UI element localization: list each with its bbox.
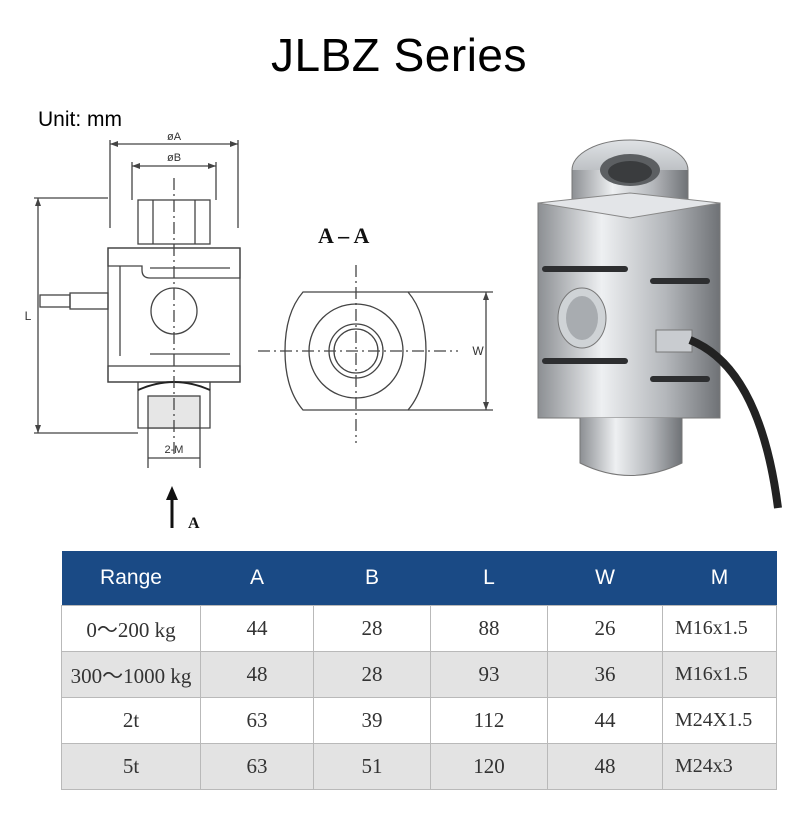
section-arrow-icon [166, 486, 178, 528]
cell-l: 120 [430, 743, 548, 790]
arrow-label: A [188, 515, 200, 532]
cell-w: 48 [547, 743, 663, 790]
section-view-drawing: A – A W [258, 223, 493, 443]
cell-l: 88 [430, 605, 548, 652]
cell-range: 0～200 kg [61, 605, 201, 652]
dim-l-label: L [25, 309, 32, 323]
load-cell-photo [537, 139, 782, 509]
cell-m: M24X1.5 [662, 697, 777, 744]
cell-l: 112 [430, 697, 548, 744]
cell-m: M24x3 [662, 743, 777, 790]
spec-table: Range A B L W M 0～200 kg 44 28 88 26 M16… [61, 551, 777, 790]
table-row: 2t 63 39 112 44 M24X1.5 [61, 697, 777, 744]
cell-a: 44 [200, 605, 314, 652]
dim-a-label: øA [167, 131, 182, 143]
cell-b: 28 [313, 651, 431, 698]
dim-m-label: 2-M [165, 444, 184, 456]
table-header-row: Range A B L W M [61, 551, 777, 606]
header-a: A [200, 551, 314, 606]
cell-b: 28 [313, 605, 431, 652]
cell-range: 5t [61, 743, 201, 790]
page-title: JLBZ Series [270, 29, 528, 81]
cell-m: M16x1.5 [662, 605, 777, 652]
cell-w: 26 [547, 605, 663, 652]
cell-a: 48 [200, 651, 314, 698]
cell-w: 36 [547, 651, 663, 698]
cell-a: 63 [200, 743, 314, 790]
header-b: B [313, 551, 431, 606]
cell-range: 300～1000 kg [61, 651, 201, 698]
table-row: 0～200 kg 44 28 88 26 M16x1.5 [61, 605, 777, 652]
header-l: L [430, 551, 548, 606]
table-row: 5t 63 51 120 48 M24x3 [61, 743, 777, 790]
header-range: Range [61, 551, 201, 606]
dim-b-label: øB [167, 152, 181, 164]
cell-a: 63 [200, 697, 314, 744]
front-view-drawing: øA øB L 2-M A [25, 131, 241, 532]
header-w: W [547, 551, 663, 606]
cell-l: 93 [430, 651, 548, 698]
dim-w-label: W [472, 344, 484, 358]
header-m: M [662, 551, 777, 606]
cell-b: 51 [313, 743, 431, 790]
unit-label: Unit: mm [38, 108, 122, 131]
table-row: 300～1000 kg 48 28 93 36 M16x1.5 [61, 651, 777, 698]
cell-range: 2t [61, 697, 201, 744]
section-title: A – A [318, 223, 369, 248]
cell-b: 39 [313, 697, 431, 744]
cell-m: M16x1.5 [662, 651, 777, 698]
cell-w: 44 [547, 697, 663, 744]
